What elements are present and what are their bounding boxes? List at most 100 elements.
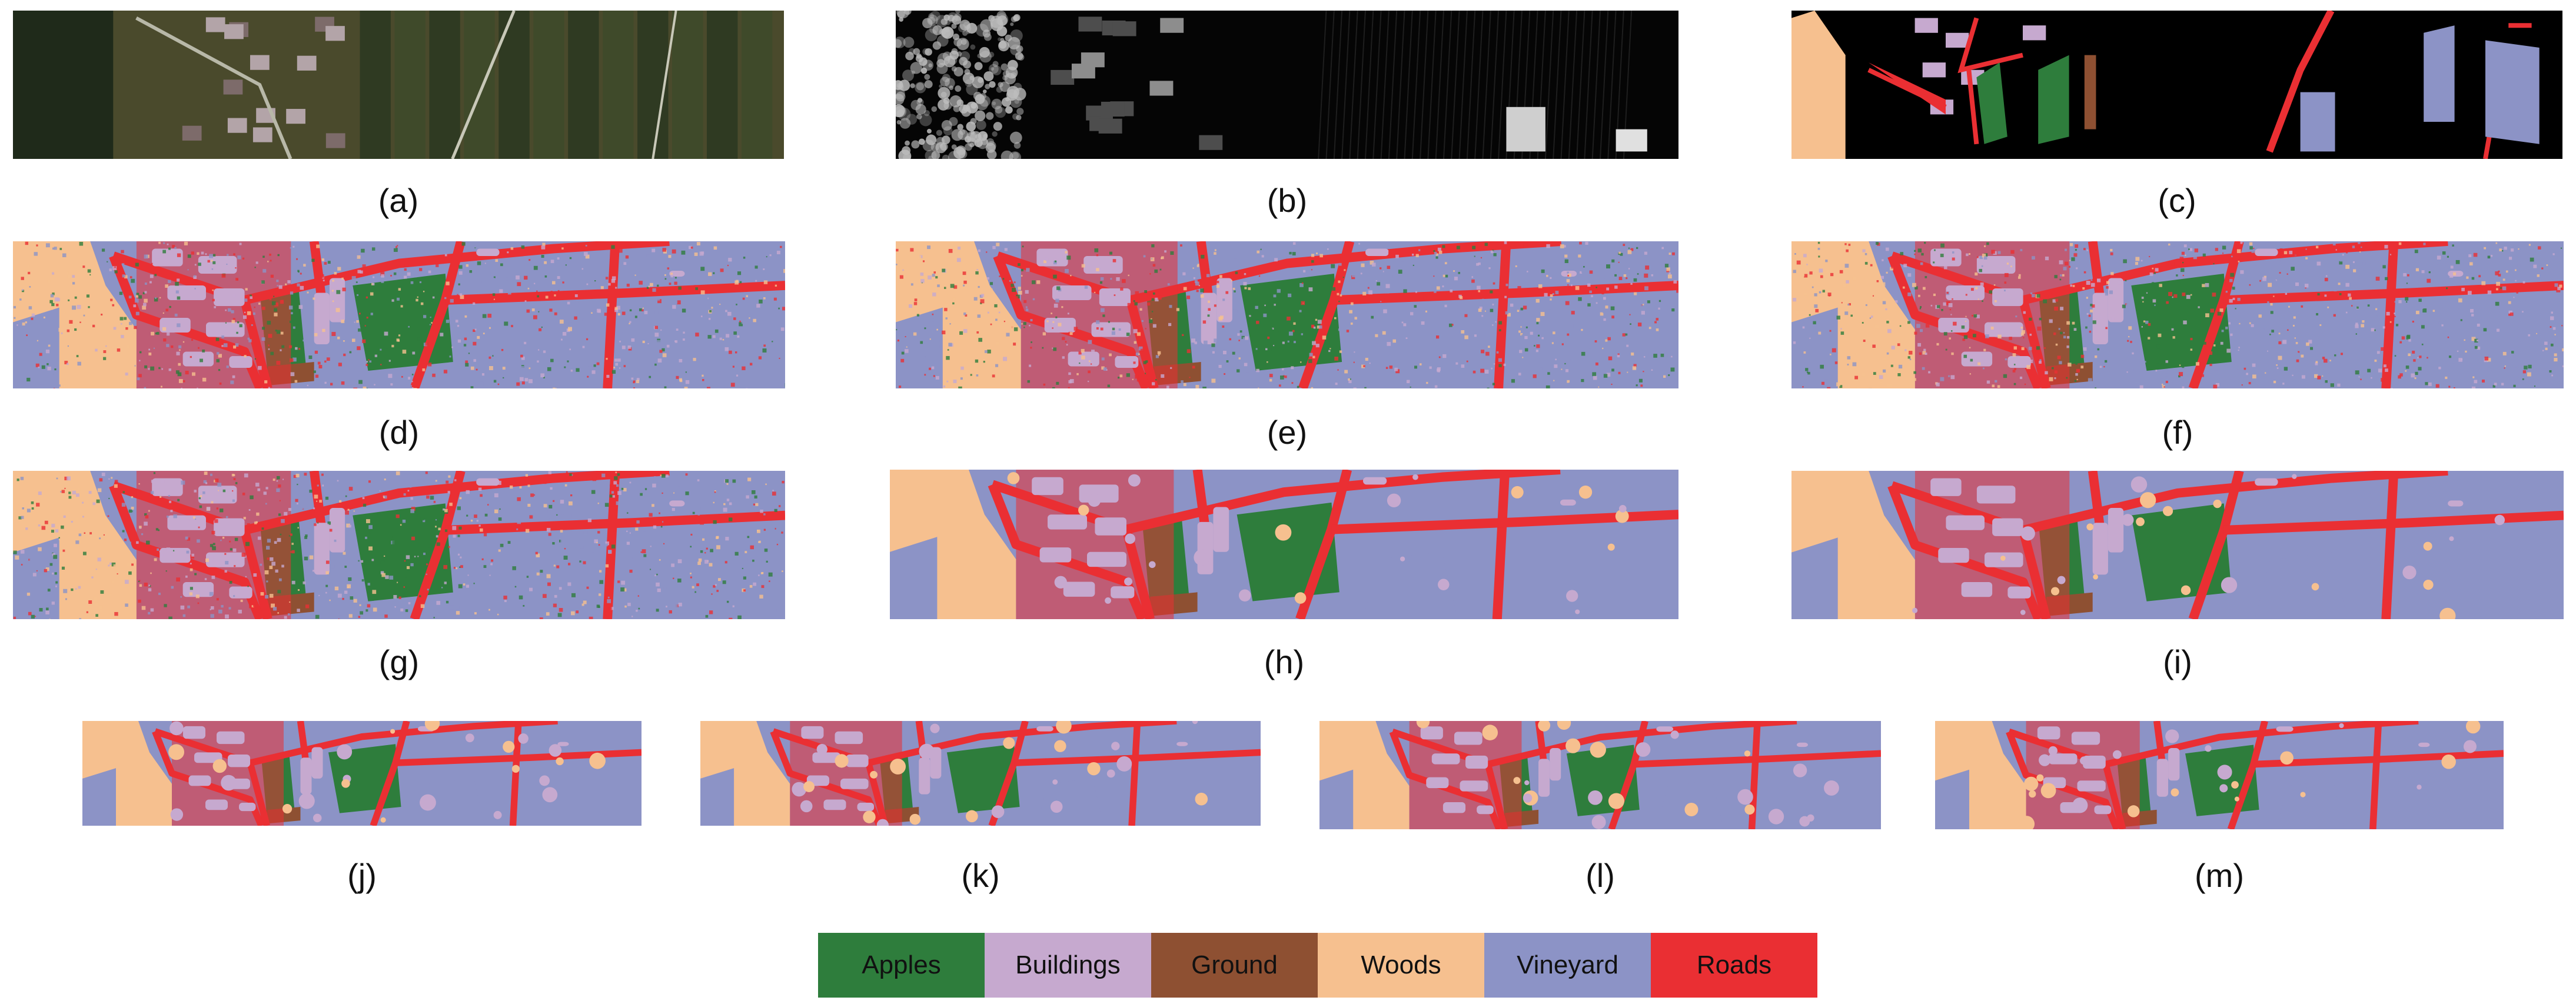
noise-speck xyxy=(1527,271,1528,272)
noise-speck xyxy=(694,591,697,593)
noise-speck xyxy=(1969,373,1971,375)
noise-speck xyxy=(2060,307,2064,311)
noise-speck xyxy=(1238,357,1241,360)
noise-speck xyxy=(533,315,537,320)
noise-speck xyxy=(1401,258,1405,262)
noise-speck xyxy=(91,576,94,579)
building xyxy=(228,754,250,767)
noise-speck xyxy=(2550,326,2552,328)
noise-speck xyxy=(1301,333,1304,335)
noise-speck xyxy=(599,570,602,573)
noise-speck xyxy=(1567,275,1569,277)
vineyard-area xyxy=(1363,551,1458,619)
noise-speck xyxy=(1830,353,1832,355)
noise-speck xyxy=(567,360,569,363)
noise-speck xyxy=(497,480,501,485)
tree-return xyxy=(993,122,1002,131)
noise-speck xyxy=(540,570,543,573)
noise-speck xyxy=(236,331,238,334)
noise-speck xyxy=(1471,276,1474,278)
noise-speck xyxy=(1246,372,1250,376)
noise-speck xyxy=(1640,304,1643,307)
noise-speck xyxy=(713,585,716,588)
noise-speck xyxy=(1561,368,1563,370)
noise-speck xyxy=(1854,375,1859,380)
noise-speck xyxy=(1339,387,1341,388)
noise-speck xyxy=(2513,384,2516,387)
panel-h: (h) xyxy=(890,470,1678,682)
noise-speck xyxy=(371,559,374,561)
noise-speck xyxy=(674,603,678,607)
noise-speck xyxy=(1334,357,1338,361)
noise-speck xyxy=(1101,366,1105,370)
noise-speck xyxy=(161,554,164,556)
noise-speck xyxy=(1510,360,1514,364)
noise-speck xyxy=(2229,278,2233,283)
building xyxy=(205,799,228,810)
noise-speck xyxy=(215,337,220,341)
noise-speck xyxy=(762,348,767,353)
building xyxy=(2007,356,2031,368)
noise-speck xyxy=(2162,331,2166,335)
noise-speck xyxy=(695,287,698,290)
noise-speck xyxy=(920,341,923,344)
noise-speck xyxy=(176,351,180,355)
noise-speck xyxy=(99,478,103,482)
noise-speck xyxy=(2394,355,2396,357)
building xyxy=(1961,351,1993,367)
noise-speck xyxy=(641,549,646,554)
noise-speck xyxy=(1634,326,1636,328)
building xyxy=(2037,726,2060,740)
noise-speck xyxy=(629,481,631,484)
noise-speck xyxy=(2014,368,2016,370)
noise-speck xyxy=(227,254,229,256)
noise-speck xyxy=(2023,337,2025,338)
noise-speck xyxy=(269,298,272,301)
noise-speck xyxy=(400,524,402,526)
noise-speck xyxy=(117,573,118,575)
noise-speck xyxy=(692,586,694,589)
panel-e: (e) xyxy=(896,241,1678,453)
noise-speck xyxy=(2149,255,2150,258)
noise-speck xyxy=(2097,348,2100,351)
noise-speck xyxy=(1592,372,1597,377)
noise-speck xyxy=(607,599,611,603)
noise-speck xyxy=(636,380,640,384)
noise-speck xyxy=(1052,387,1055,388)
noise-speck xyxy=(54,297,59,302)
noise-speck xyxy=(568,563,571,566)
noise-speck xyxy=(554,594,557,598)
noise-speck xyxy=(743,576,746,580)
noise-speck xyxy=(61,490,65,493)
noise-speck xyxy=(54,543,57,547)
noise-speck xyxy=(685,473,688,476)
noise-speck xyxy=(604,313,608,316)
noise-speck xyxy=(986,277,989,280)
noise-speck xyxy=(2412,255,2414,257)
noise-speck xyxy=(13,305,16,309)
noise-speck xyxy=(226,263,228,265)
noise-speck xyxy=(538,311,540,313)
noise-speck xyxy=(1412,264,1414,266)
noise-speck xyxy=(337,267,341,271)
noise-speck xyxy=(1671,355,1673,358)
noise-speck xyxy=(694,252,698,256)
noise-speck xyxy=(2222,252,2224,254)
noise-speck xyxy=(570,494,573,497)
noise-speck xyxy=(289,320,292,323)
noise-speck xyxy=(726,334,730,338)
noise-speck xyxy=(473,329,476,333)
noise-speck xyxy=(2318,355,2319,358)
noise-speck xyxy=(582,345,585,348)
tree-return xyxy=(995,13,1009,26)
noise-speck xyxy=(2355,324,2359,328)
noise-speck xyxy=(2288,305,2290,308)
panel-a: (a) xyxy=(13,11,784,222)
noise-speck xyxy=(673,300,678,304)
noise-speck xyxy=(2004,272,2009,277)
noise-speck xyxy=(719,304,721,305)
noise-speck xyxy=(1248,287,1251,290)
noise-speck xyxy=(2023,311,2026,314)
noise-speck xyxy=(1587,283,1591,287)
noise-speck xyxy=(2448,355,2452,358)
